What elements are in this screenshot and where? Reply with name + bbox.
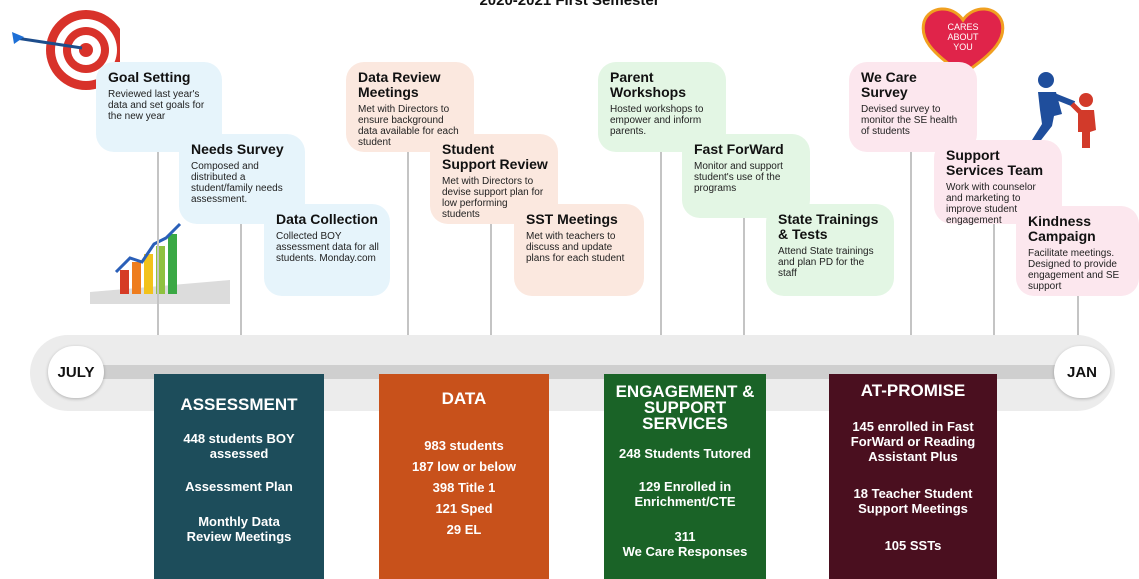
milestone-text: Reviewed last year's data and set goals … — [108, 89, 205, 122]
milestone-text: Devised survey to monitor the SE health … — [861, 104, 958, 137]
timeline-stem — [910, 150, 912, 355]
milestone-text: Facilitate meetings. Designed to provide… — [1028, 248, 1120, 292]
milestone-text: Collected BOY assessment data for all st… — [276, 231, 379, 264]
milestone-text: Work with counselor and marketing to imp… — [946, 182, 1036, 226]
panel-line: 18 Teacher Student Support Meetings — [853, 486, 973, 516]
panel-data: DATA 983 students 187 low or below 398 T… — [379, 374, 549, 579]
milestone-title: Goal Setting — [108, 69, 191, 85]
timeline-start-label: JULY — [48, 346, 104, 398]
milestone-title: Kindness Campaign — [1028, 213, 1096, 244]
milestone-text: Attend State trainings and plan PD for t… — [778, 246, 874, 279]
timeline-end-label: JAN — [1054, 346, 1110, 398]
timeline-stem — [1077, 290, 1079, 355]
panel-line: 983 students 187 low or below 398 Title … — [411, 438, 517, 537]
heart-badge-text: CARES ABOUT YOU — [947, 22, 979, 52]
growth-chart-icon — [90, 222, 230, 304]
timeline-stem — [490, 220, 492, 355]
panel-line: 448 students BOY assessed — [183, 431, 295, 461]
panel-line: 129 Enrolled in Enrichment/CTE — [634, 479, 736, 509]
milestone-data-collection: Data Collection Collected BOY assessment… — [264, 204, 390, 296]
milestone-title: Parent Workshops — [610, 69, 686, 100]
milestone-text: Met with Directors to ensure background … — [358, 104, 459, 148]
milestone-we-care-survey: We Care Survey Devised survey to monitor… — [849, 62, 977, 152]
milestone-title: Data Collection — [276, 211, 378, 227]
panel-heading: ASSESSMENT — [180, 395, 298, 414]
panel-heading: DATA — [441, 389, 487, 408]
timeline-stem — [157, 150, 159, 355]
timeline-stem — [743, 215, 745, 355]
milestone-title: Student Support Review — [442, 141, 548, 172]
milestone-text: Hosted workshops to empower and inform p… — [610, 104, 704, 137]
panel-heading: ENGAGEMENT & SUPPORT SERVICES — [615, 382, 755, 433]
milestone-sst-meetings: SST Meetings Met with teachers to discus… — [514, 204, 644, 296]
milestone-title: Support Services Team — [946, 147, 1044, 178]
timeline-stem — [407, 150, 409, 355]
timeline-stem — [993, 215, 995, 355]
milestone-title: Fast ForWard — [694, 141, 784, 157]
timeline-stem — [660, 150, 662, 355]
milestone-title: State Trainings & Tests — [778, 211, 879, 242]
milestone-title: Data Review Meetings — [358, 69, 441, 100]
timeline-stem — [240, 220, 242, 355]
panel-line: 248 Students Tutored — [619, 446, 751, 461]
milestone-text: Composed and distributed a student/famil… — [191, 161, 283, 205]
panel-line: Assessment Plan — [185, 479, 293, 494]
panel-assessment: ASSESSMENT 448 students BOY assessed Ass… — [154, 374, 324, 579]
milestone-text: Met with teachers to discuss and update … — [526, 231, 625, 264]
milestone-title: We Care Survey — [861, 69, 917, 100]
page-title: 2020-2021 First Semester — [479, 0, 660, 9]
panel-line: Monthly Data Review Meetings — [186, 514, 292, 544]
panel-at-promise: AT-PROMISE 145 enrolled in Fast ForWard … — [829, 374, 997, 579]
panel-engagement: ENGAGEMENT & SUPPORT SERVICES 248 Studen… — [604, 374, 766, 579]
milestone-title: SST Meetings — [526, 211, 618, 227]
panel-line: 105 SSTs — [884, 538, 942, 553]
milestone-text: Met with Directors to devise support pla… — [442, 176, 544, 220]
milestone-kindness-campaign: Kindness Campaign Facilitate meetings. D… — [1016, 206, 1139, 296]
panel-heading: AT-PROMISE — [860, 381, 966, 400]
panel-line: 145 enrolled in Fast ForWard or Reading … — [850, 419, 976, 464]
milestone-data-review-meetings: Data Review Meetings Met with Directors … — [346, 62, 474, 152]
milestone-state-trainings: State Trainings & Tests Attend State tra… — [766, 204, 894, 296]
heart-icon — [921, 7, 1005, 76]
milestone-title: Needs Survey — [191, 141, 284, 157]
panel-line: 311 We Care Responses — [622, 529, 748, 559]
milestone-text: Monitor and support student's use of the… — [694, 161, 783, 194]
helping-hand-icon — [1032, 72, 1096, 148]
milestone-student-support-review: Student Support Review Met with Director… — [430, 134, 558, 224]
